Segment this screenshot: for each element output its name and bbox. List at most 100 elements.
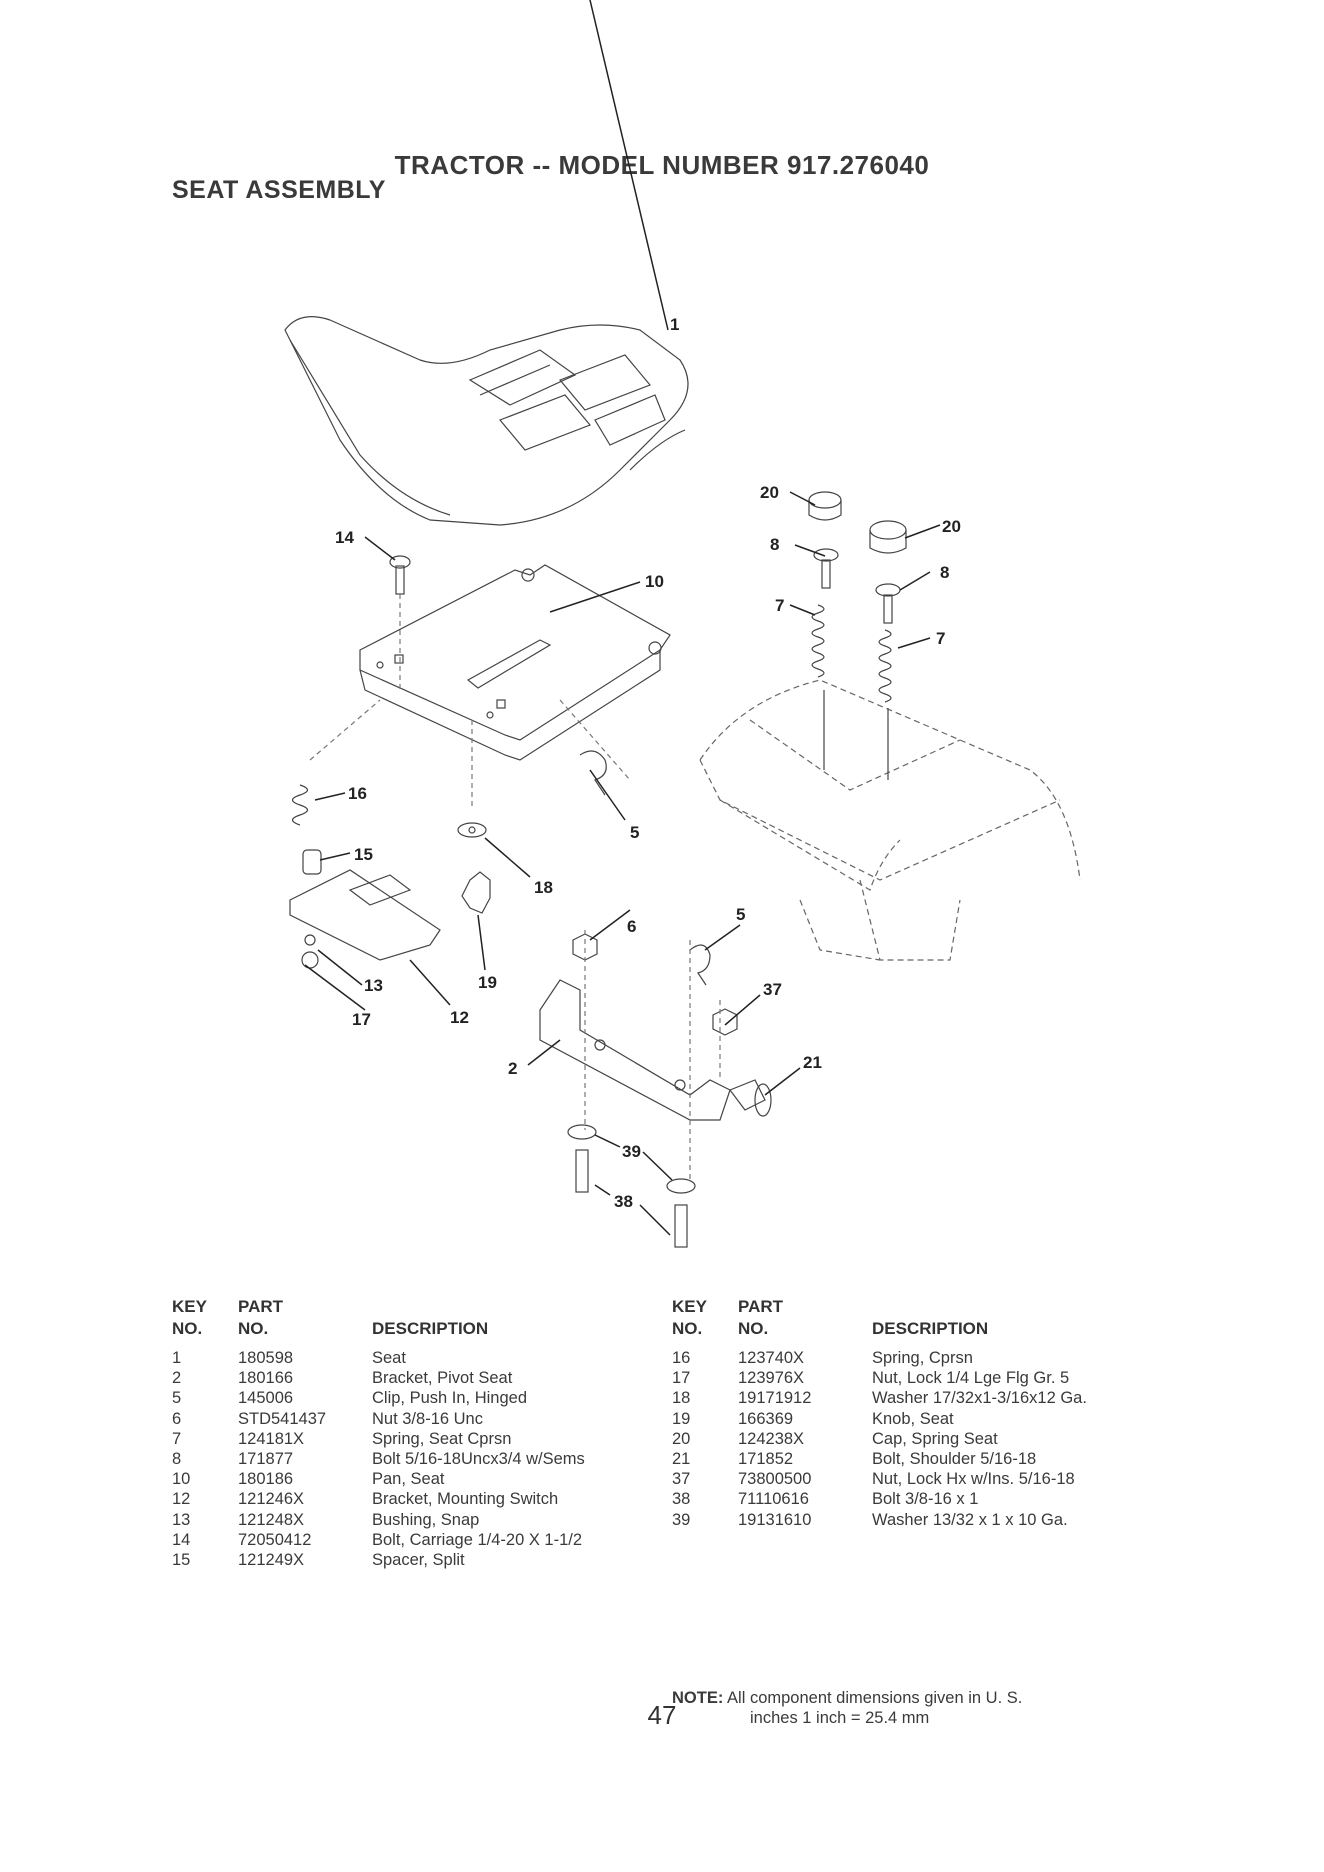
header-key: KEY: [672, 1297, 707, 1316]
callout-5: 5: [736, 905, 745, 924]
callout-7: 7: [936, 629, 945, 648]
part-number: 19171912: [738, 1389, 812, 1408]
part-description: Clip, Push In, Hinged: [372, 1389, 528, 1408]
callout-1: 1: [670, 315, 679, 334]
key-number: 8: [172, 1449, 182, 1468]
table-row: 15 121249X Spacer, Split: [172, 1550, 652, 1570]
key-number: 19: [672, 1409, 691, 1428]
shoulder-bolt-part: [729, 1079, 772, 1117]
part-description: Washer 17/32x1-3/16x12 Ga.: [872, 1389, 1087, 1408]
key-number: 14: [172, 1530, 191, 1549]
part-description: Spacer, Split: [372, 1550, 465, 1569]
part-description: Bracket, Mounting Switch: [372, 1490, 559, 1509]
key-number: 13: [172, 1510, 191, 1529]
callout-6: 6: [627, 917, 636, 936]
callout-17: 17: [352, 1010, 371, 1029]
table-row: 20 124238X Cap, Spring Seat: [672, 1429, 1152, 1449]
key-number: 15: [172, 1550, 191, 1569]
part-number: 73800500: [738, 1470, 812, 1489]
header-no: NO.: [672, 1319, 703, 1338]
key-number: 18: [672, 1389, 691, 1408]
part-number: 180166: [238, 1369, 294, 1388]
part-number: 19131610: [738, 1510, 812, 1529]
part-number: 123976X: [738, 1369, 805, 1388]
table-header: KEY PART NO. NO. DESCRIPTION: [172, 1296, 652, 1340]
key-number: 20: [672, 1429, 691, 1448]
switch-bracket-part: [289, 784, 441, 969]
part-number: 180186: [238, 1470, 294, 1489]
key-number: 12: [172, 1490, 191, 1509]
part-number: 180598: [238, 1349, 294, 1367]
callout-21: 21: [803, 1053, 822, 1072]
header-part: PART: [238, 1297, 284, 1316]
header-description: DESCRIPTION: [872, 1319, 989, 1338]
part-number: 123740X: [738, 1349, 805, 1367]
header-part: PART: [738, 1297, 784, 1316]
callout-10: 10: [645, 572, 664, 591]
part-number: STD541437: [238, 1409, 327, 1428]
callout-13: 13: [364, 976, 383, 995]
part-description: Spring, Cprsn: [872, 1349, 973, 1367]
callout-19: 19: [478, 973, 497, 992]
key-number: 7: [172, 1429, 182, 1448]
part-description: Bracket, Pivot Seat: [372, 1369, 513, 1388]
part-number: 121249X: [238, 1550, 305, 1569]
carriage-bolt-part: [389, 555, 411, 595]
part-description: Bolt 3/8-16 x 1: [872, 1490, 979, 1509]
table-row: 18 19171912 Washer 17/32x1-3/16x12 Ga.: [672, 1388, 1152, 1408]
part-description: Cap, Spring Seat: [872, 1429, 998, 1448]
table-row: 1 180598 Seat: [172, 1348, 652, 1368]
part-description: Knob, Seat: [872, 1409, 954, 1428]
key-number: 2: [172, 1369, 182, 1388]
key-number: 39: [672, 1510, 691, 1529]
seat-pan-part: [359, 564, 671, 761]
spring-right-part: [878, 629, 892, 780]
parts-table-left: KEY PART NO. NO. DESCRIPTION 1 180598 Seat…: [172, 1296, 652, 1570]
callout-37: 37: [763, 980, 782, 999]
callout-16: 16: [348, 784, 367, 803]
part-number: 124238X: [738, 1429, 805, 1448]
callout-18: 18: [534, 878, 553, 897]
seat-assembly-diagram: 1 14 10 20 20 8 8 7 7 16 15 5 18 19 6 5 …: [284, 0, 1081, 1248]
table-row: 2 180166 Bracket, Pivot Seat: [172, 1368, 652, 1388]
dimensions-note: NOTE: All component dimensions given in …: [672, 1688, 1022, 1728]
washer-bolt-parts: [567, 1124, 696, 1248]
part-description: Bolt 5/16-18Uncx3/4 w/Sems: [372, 1449, 585, 1468]
key-number: 1: [172, 1349, 182, 1367]
part-number: 171852: [738, 1449, 794, 1468]
part-number: 121246X: [238, 1490, 305, 1509]
table-row: 12 121246X Bracket, Mounting Switch: [172, 1489, 652, 1509]
callout-5: 5: [630, 823, 639, 842]
key-number: 10: [172, 1470, 191, 1489]
key-number: 37: [672, 1470, 691, 1489]
callout-2: 2: [508, 1059, 517, 1078]
key-number: 38: [672, 1490, 691, 1509]
washer-knob-parts: [457, 822, 491, 914]
part-description: Washer 13/32 x 1 x 10 Ga.: [872, 1510, 1068, 1529]
section-title: SEAT ASSEMBLY: [172, 176, 386, 204]
part-number: 72050412: [238, 1530, 312, 1549]
spring-left-part: [811, 604, 825, 770]
table-row: 19 166369 Knob, Seat: [672, 1409, 1152, 1429]
page-title: TRACTOR -- MODEL NUMBER 917.276040: [394, 150, 930, 180]
callout-7: 7: [775, 596, 784, 615]
part-description: Bolt, Shoulder 5/16-18: [872, 1449, 1037, 1468]
header-key: KEY: [172, 1297, 207, 1316]
part-number: 145006: [238, 1389, 294, 1408]
table-header: KEY PART NO. NO. DESCRIPTION: [672, 1296, 1152, 1340]
callout-15: 15: [354, 845, 373, 864]
part-number: 166369: [738, 1409, 794, 1428]
part-description: Nut, Lock 1/4 Lge Flg Gr. 5: [872, 1369, 1070, 1388]
part-description: Seat: [372, 1349, 406, 1367]
part-description: Bushing, Snap: [372, 1510, 480, 1529]
header-no: NO.: [738, 1319, 769, 1338]
